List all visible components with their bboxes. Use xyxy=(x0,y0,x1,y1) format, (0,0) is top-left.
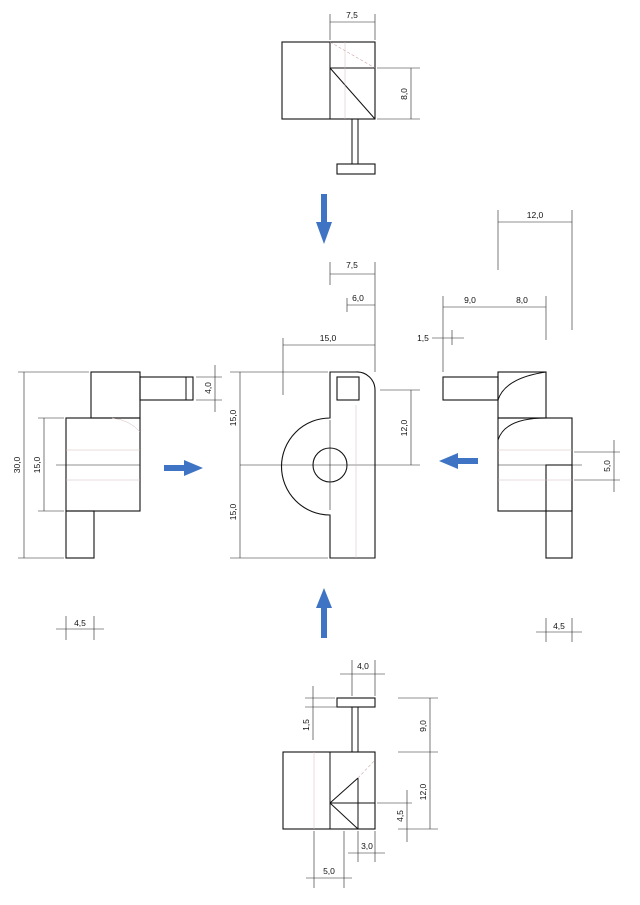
arrow-down-icon xyxy=(316,194,332,244)
left-view: 30,0 15,0 4,0 4,5 xyxy=(12,365,222,640)
dim-right-width-b: 8,0 xyxy=(516,295,528,305)
dim-front-width-total: 15,0 xyxy=(320,333,337,343)
dim-bottom-width-top: 4,0 xyxy=(357,661,369,671)
right-view: 12,0 9,0 8,0 1,5 5,0 4,5 xyxy=(417,210,620,642)
arrow-left-icon xyxy=(439,453,478,469)
dim-right-offset: 5,0 xyxy=(602,460,612,472)
dim-top-view-width: 7,5 xyxy=(346,10,358,20)
dim-left-peg-height: 4,0 xyxy=(203,382,213,394)
dim-front-height-upper: 15,0 xyxy=(228,409,238,426)
dim-bottom-side: 4,5 xyxy=(395,810,405,822)
arrow-right-icon xyxy=(164,460,203,476)
dim-right-width-a: 9,0 xyxy=(464,295,476,305)
dim-bottom-height-upper: 9,0 xyxy=(418,720,428,732)
dim-front-width-inner: 6,0 xyxy=(352,293,364,303)
dim-bottom-height-lower: 12,0 xyxy=(418,783,428,800)
bottom-view: 4,0 1,5 9,0 12,0 4,5 3,0 5,0 xyxy=(282,660,438,888)
dim-left-total-height: 30,0 xyxy=(12,456,22,473)
top-view: 7,5 8,0 xyxy=(281,10,420,175)
dim-top-view-height: 8,0 xyxy=(399,88,409,100)
dim-front-width-top: 7,5 xyxy=(346,260,358,270)
dim-right-gap: 1,5 xyxy=(417,333,429,343)
dim-front-hole-offset: 12,0 xyxy=(399,419,409,436)
arrow-up-icon xyxy=(316,588,332,638)
dim-front-height-lower: 15,0 xyxy=(228,503,238,520)
dim-bottom-width-b: 5,0 xyxy=(323,866,335,876)
dim-right-total-width: 12,0 xyxy=(527,210,544,220)
front-view: 7,5 6,0 15,0 15,0 15,0 12,0 xyxy=(228,260,420,559)
dim-bottom-width-a: 3,0 xyxy=(361,841,373,851)
dim-bottom-lip: 1,5 xyxy=(301,719,311,731)
dim-right-foot-width: 4,5 xyxy=(553,621,565,631)
dim-left-body-height: 15,0 xyxy=(32,456,42,473)
dim-left-foot-width: 4,5 xyxy=(74,618,86,628)
